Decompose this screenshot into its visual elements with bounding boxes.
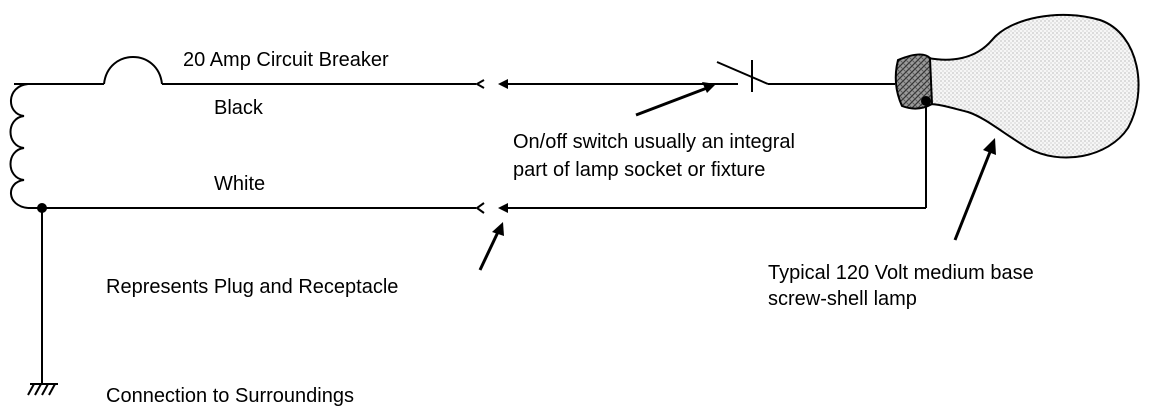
lamp-label-line2: screw-shell lamp [768, 288, 917, 310]
ground-label: Connection to Surroundings [106, 385, 354, 407]
breaker-label: 20 Amp Circuit Breaker [183, 49, 389, 71]
switch-label-line2: part of lamp socket or fixture [513, 159, 765, 181]
plug-pointer-arrow [478, 222, 504, 271]
black-wire-label: Black [214, 97, 264, 119]
plug-label: Represents Plug and Receptacle [106, 276, 398, 298]
lamp-pointer-arrow [953, 138, 996, 241]
ground-icon [27, 383, 58, 396]
circuit-breaker-icon [103, 56, 163, 85]
plug-receptacle-icon [474, 79, 508, 89]
switch-icon [716, 60, 769, 92]
lamp-label-line1: Typical 120 Volt medium base [768, 262, 1034, 284]
switch-label-line1: On/off switch usually an integral [513, 131, 795, 153]
white-wire-label: White [214, 173, 265, 195]
transformer-coil-icon [9, 83, 40, 209]
light-bulb-icon [894, 13, 1140, 159]
switch-pointer-arrow [635, 82, 716, 117]
plug-receptacle-icon [475, 202, 508, 214]
